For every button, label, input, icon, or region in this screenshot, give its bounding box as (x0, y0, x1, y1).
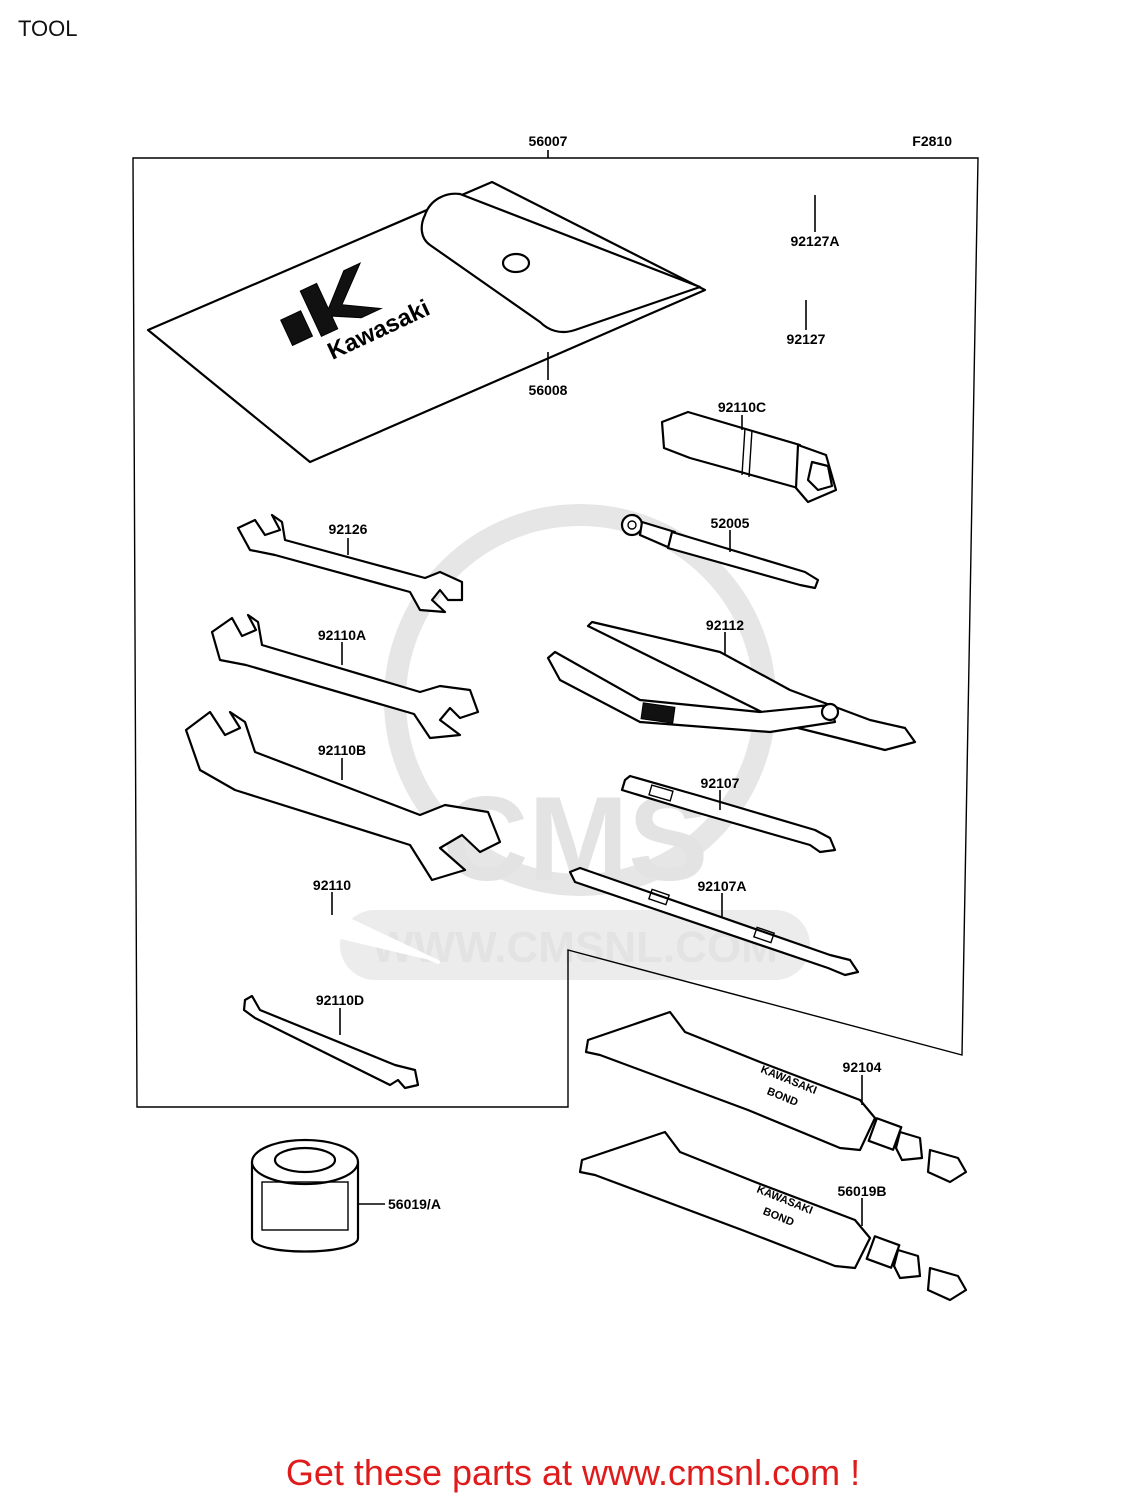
label-52005: 52005 (711, 515, 750, 531)
label-92107: 92107 (701, 775, 740, 791)
screwdriver-phillips: 92107 (620, 774, 837, 854)
open-end-wrench-small: 92126 (236, 513, 464, 614)
pliers: 92112 (546, 617, 917, 752)
grease-can: 56019/A (250, 1138, 441, 1253)
hex-key-a: 92127A (733, 183, 952, 272)
page-title: TOOL (18, 16, 78, 41)
hex-key-long: 92110 (216, 877, 440, 964)
label-92110A: 92110A (318, 627, 366, 643)
label-56019A: 56019/A (388, 1196, 441, 1212)
label-92110B: 92110B (318, 742, 366, 758)
tool-case: Kawasaki 56008 (146, 180, 707, 464)
label-92112: 92112 (706, 617, 744, 633)
footer-link[interactable]: Get these parts at www.cmsnl.com ! (285, 1452, 861, 1493)
screwdriver-combo: 92107A (568, 866, 860, 977)
label-92127A: 92127A (790, 233, 839, 249)
label-92110: 92110 (313, 877, 351, 893)
watermark-url: WWW.CMSNL.COM (372, 923, 778, 972)
label-92127: 92127 (787, 331, 826, 347)
figure-code: F2810 (912, 133, 952, 149)
label-92126: 92126 (329, 521, 368, 537)
open-end-wrench-medium: 92110A (210, 613, 480, 740)
spoke-wrench: 92110D (242, 992, 420, 1090)
spark-plug-wrench: 92110C (660, 399, 838, 504)
kit-label: 56007 (529, 133, 568, 149)
label-92110C: 92110C (718, 399, 766, 415)
bond-tube-2: KAWASAKI BOND 56019B (578, 1130, 968, 1302)
label-56019B: 56019B (837, 1183, 886, 1199)
open-end-wrench-large: 92110B (184, 710, 502, 882)
hex-key: 92127 (730, 290, 947, 382)
handle-bar: 52005 (620, 513, 820, 590)
label-92110D: 92110D (316, 992, 364, 1008)
parts-diagram: CMS WWW.CMSNL.COM 56007 F2810 Kawasaki 5… (132, 133, 979, 1302)
label-92107A: 92107A (697, 878, 746, 894)
label-92104: 92104 (843, 1059, 882, 1075)
label-56008: 56008 (529, 382, 568, 398)
kit-boundary (132, 157, 979, 1108)
